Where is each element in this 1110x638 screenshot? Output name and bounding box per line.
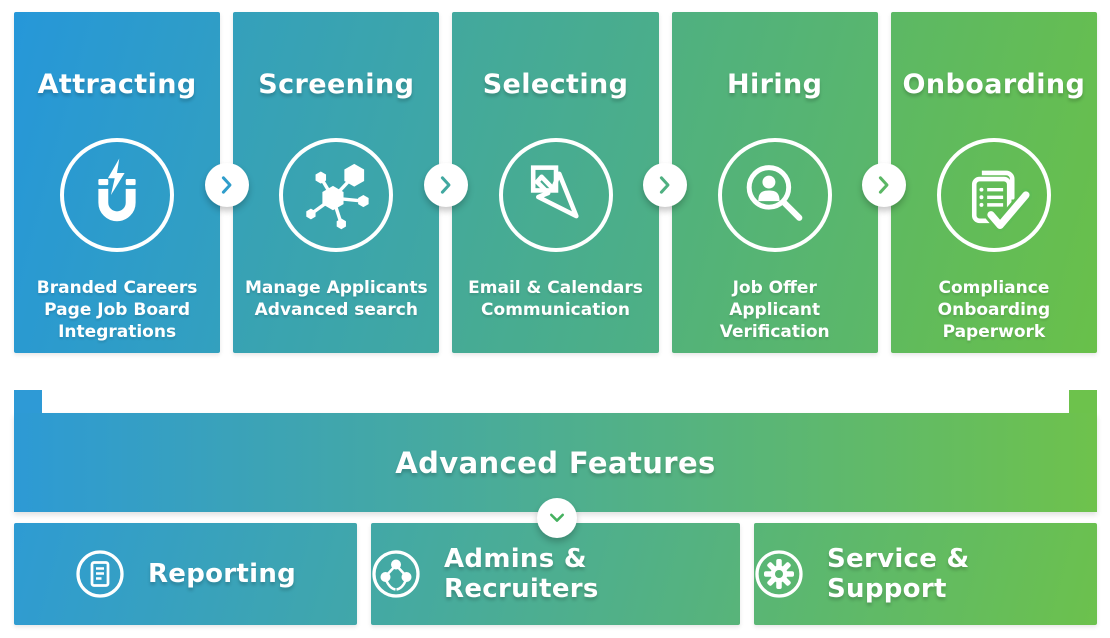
stage-card-screening: Screening xyxy=(233,12,440,353)
checklist-check-icon xyxy=(936,138,1051,252)
feature-label: Admins & Recruiters xyxy=(444,544,599,604)
chevron-right-icon xyxy=(659,176,670,194)
stage-title: Selecting xyxy=(482,69,629,100)
feature-label: Reporting xyxy=(147,559,297,589)
desc-line: Email & Calendars xyxy=(468,278,643,298)
banner-tab-right xyxy=(1069,390,1097,413)
feature-row: Reporting Admins & Recruiters xyxy=(14,523,1097,625)
desc-line: Compliance xyxy=(938,278,1050,298)
stage-description: Branded Careers Page Job Board Integrati… xyxy=(37,277,198,343)
flow-arrow xyxy=(424,163,468,207)
stage-title: Screening xyxy=(258,69,415,100)
applicant-search-icon xyxy=(717,138,832,252)
flow-arrow xyxy=(205,163,249,207)
desc-line: Integrations xyxy=(58,322,177,342)
chevron-down-icon xyxy=(549,513,565,522)
stage-description: Manage Applicants Advanced search xyxy=(245,277,428,321)
stage-description: Compliance Onboarding Paperwork xyxy=(938,277,1051,343)
desc-line: Applicant xyxy=(729,300,821,320)
stage-title: Hiring xyxy=(727,69,823,100)
gear-icon xyxy=(755,550,803,598)
desc-line: Branded Careers xyxy=(36,278,198,298)
desc-line: Paperwork xyxy=(942,322,1046,342)
stage-title: Attracting xyxy=(37,69,197,100)
cursor-click-icon xyxy=(498,138,613,252)
banner-title: Advanced Features xyxy=(395,445,716,480)
stage-row: Attracting Branded Careers Page Job Boar… xyxy=(14,12,1098,353)
report-document-icon xyxy=(76,550,124,598)
flow-arrow xyxy=(862,163,906,207)
stage-card-hiring: Hiring Job Offer Applicant Verification xyxy=(671,12,878,353)
stage-description: Email & Calendars Communication xyxy=(468,277,643,321)
stage-card-attracting: Attracting Branded Careers Page Job Boar… xyxy=(14,12,221,353)
desc-line: Manage Applicants xyxy=(244,278,428,298)
molecule-network-icon xyxy=(279,138,394,252)
flow-arrow xyxy=(643,163,687,207)
feature-label: Service & Support xyxy=(827,544,970,604)
desc-line: Onboarding xyxy=(937,300,1051,320)
desc-line: Advanced search xyxy=(254,300,418,320)
feature-card-reporting: Reporting xyxy=(14,523,357,625)
advanced-features-banner: Advanced Features xyxy=(14,390,1097,512)
stage-title: Onboarding xyxy=(902,69,1086,100)
banner-tab-left xyxy=(14,390,42,413)
magnet-lightning-icon xyxy=(60,138,175,252)
chevron-right-icon xyxy=(440,176,451,194)
stage-card-selecting: Selecting Email & Calendars Communicatio… xyxy=(452,12,659,353)
desc-line: Page Job Board xyxy=(44,300,191,320)
expand-circle xyxy=(537,498,577,538)
share-network-icon xyxy=(372,550,420,598)
desc-line: Job Offer xyxy=(732,278,817,298)
desc-line: Communication xyxy=(481,300,630,320)
feature-card-admins-recruiters: Admins & Recruiters xyxy=(371,523,740,625)
desc-line: Verification xyxy=(719,322,830,342)
stage-card-onboarding: Onboarding Co xyxy=(890,12,1098,353)
feature-card-service-support: Service & Support xyxy=(754,523,1097,625)
chevron-right-icon xyxy=(878,176,889,194)
stage-description: Job Offer Applicant Verification xyxy=(720,277,830,343)
chevron-right-icon xyxy=(221,176,232,194)
